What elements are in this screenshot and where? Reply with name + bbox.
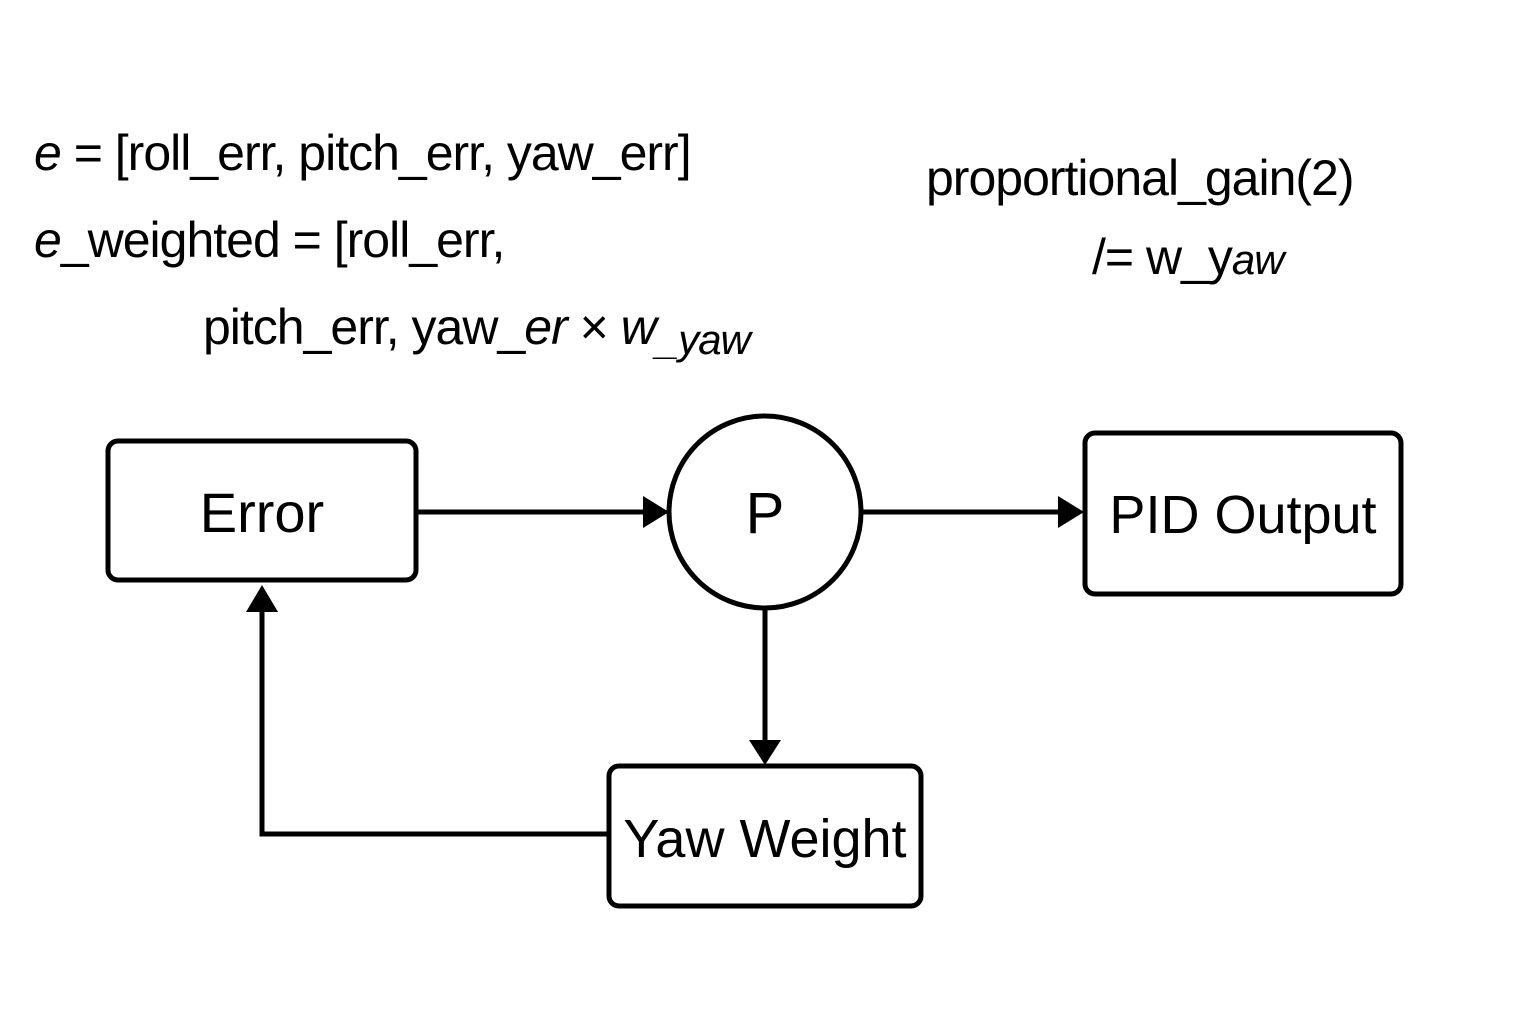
equation-weighted-error-line2-italic: er xyxy=(524,299,567,355)
equation-var-e-weighted: e xyxy=(34,212,62,268)
equation-var-e: e xyxy=(34,125,62,181)
yaw-weight-node: Yaw Weight xyxy=(606,763,924,909)
error-label: Error xyxy=(200,481,324,544)
yaw-weight-label: Yaw Weight xyxy=(623,809,906,869)
equation-yaw-subscript: _yaw xyxy=(655,316,751,363)
error-box xyxy=(105,438,419,583)
equation-times-sign: × xyxy=(566,299,621,355)
equation-var-w: w xyxy=(620,299,657,355)
equation-gain-divide: /= w_yaw xyxy=(1092,229,1285,285)
yaw-weight-to-error-arrow xyxy=(246,585,609,837)
yaw-weight-to-error-line xyxy=(259,612,609,837)
p-to-yaw-weight-arrowhead xyxy=(749,740,781,765)
equation-error-vector-text: = [roll_err, pitch_err, yaw_err] xyxy=(60,125,692,181)
equation-weighted-error-line2: pitch_err, yaw_er × w_yaw xyxy=(203,299,751,361)
error-to-p-arrowhead xyxy=(643,496,669,528)
yaw-weight-to-error-arrowhead xyxy=(246,585,278,612)
p-label: P xyxy=(746,481,785,546)
p-node: P xyxy=(666,413,864,611)
equation-gain-divide-text: /= w_y xyxy=(1092,229,1233,285)
p-to-pid-output-arrowhead xyxy=(1058,496,1084,528)
equation-weighted-error-line1-text: _weighted = [roll_err, xyxy=(60,212,506,268)
equation-weighted-error-line2-text: pitch_err, yaw_ xyxy=(203,299,525,355)
p-to-pid-output-arrow xyxy=(861,496,1084,528)
error-to-p-arrow xyxy=(418,496,669,528)
equation-error-vector: e = [roll_err, pitch_err, yaw_err] xyxy=(34,125,692,181)
pid-output-box xyxy=(1082,430,1404,597)
equation-proportional-gain: proportional_gain(2) xyxy=(926,150,1355,206)
equation-gain-divide-italic: aw xyxy=(1231,236,1285,283)
pid-output-node: PID Output xyxy=(1082,430,1404,597)
equation-weighted-error-line1: e_weighted = [roll_err, xyxy=(34,212,506,268)
equation-proportional-gain-text: proportional_gain(2) xyxy=(926,150,1355,206)
p-to-yaw-weight-arrow xyxy=(749,608,781,765)
error-node: Error xyxy=(105,438,419,583)
pid-output-label: PID Output xyxy=(1109,485,1376,545)
